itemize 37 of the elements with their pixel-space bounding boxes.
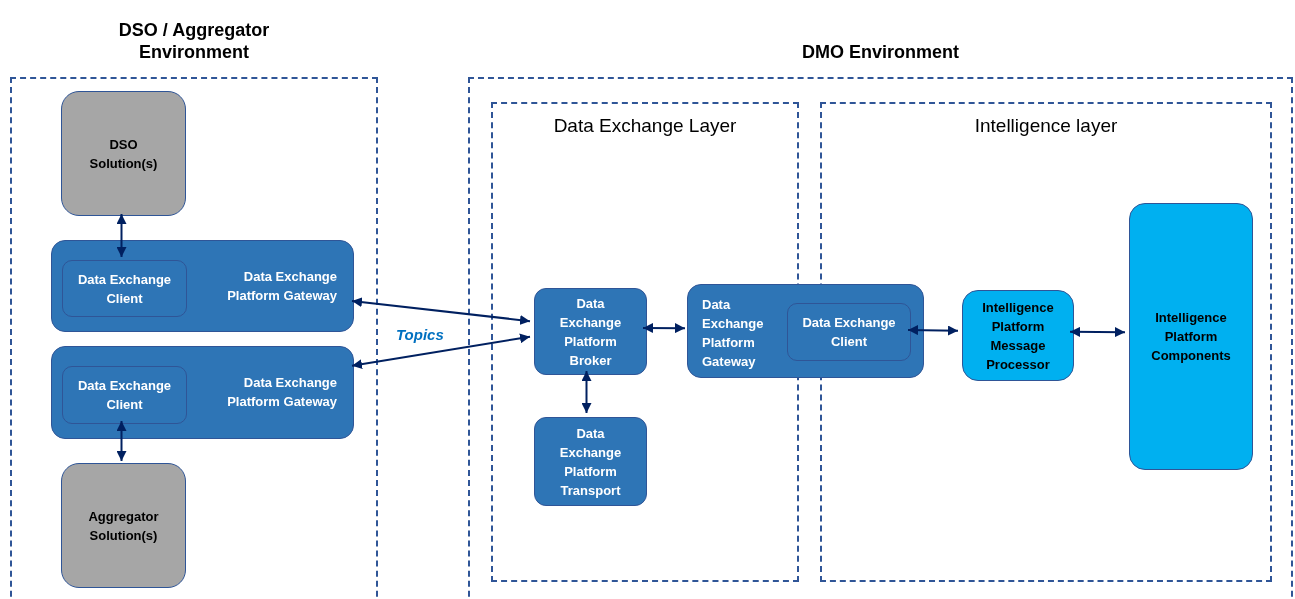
box-label: Data Exchange Platform Transport (558, 424, 623, 500)
client-box (62, 366, 187, 424)
platform-box (534, 288, 647, 375)
intelligence-box (962, 290, 1074, 381)
box-label: Data Exchange Client (76, 270, 173, 308)
box-label: Data Exchange Client (801, 314, 897, 351)
double-arrow (642, 322, 686, 334)
gateway-box (51, 240, 354, 332)
client-box (787, 303, 911, 361)
double-arrow (116, 420, 127, 462)
intelligence-box (1129, 203, 1253, 470)
double-arrow (581, 370, 592, 414)
gateway-box (51, 346, 354, 439)
gateway-label: Data Exchange Platform Gateway (226, 374, 337, 411)
platform-box (534, 417, 647, 506)
environment-heading: DMO Environment (801, 41, 960, 63)
double-arrow (907, 325, 959, 336)
gateway-box (687, 284, 924, 378)
environment-heading: DSO / Aggregator Environment (117, 19, 271, 63)
gateway-label: Data Exchange Platform Gateway (702, 296, 765, 371)
double-arrow (1069, 326, 1126, 338)
solution-box (61, 91, 186, 216)
box-label: DSO Solution(s) (88, 135, 159, 173)
solution-box (61, 463, 186, 588)
box-label: Intelligence Platform Components (1150, 309, 1232, 365)
client-box (62, 260, 187, 317)
double-arrow (351, 297, 531, 325)
box-label: Aggregator Solution(s) (87, 507, 160, 545)
layer-heading: Intelligence layer (973, 114, 1119, 138)
double-arrow (116, 213, 127, 258)
annotation-label: Topics (396, 325, 444, 345)
box-label: Data Exchange Client (76, 377, 173, 414)
box-label: Intelligence Platform Message Processor (981, 298, 1055, 374)
layer-heading: Data Exchange Layer (552, 114, 738, 138)
double-arrow (351, 333, 531, 370)
box-label: Data Exchange Platform Broker (558, 294, 623, 370)
gateway-label: Data Exchange Platform Gateway (226, 268, 337, 305)
